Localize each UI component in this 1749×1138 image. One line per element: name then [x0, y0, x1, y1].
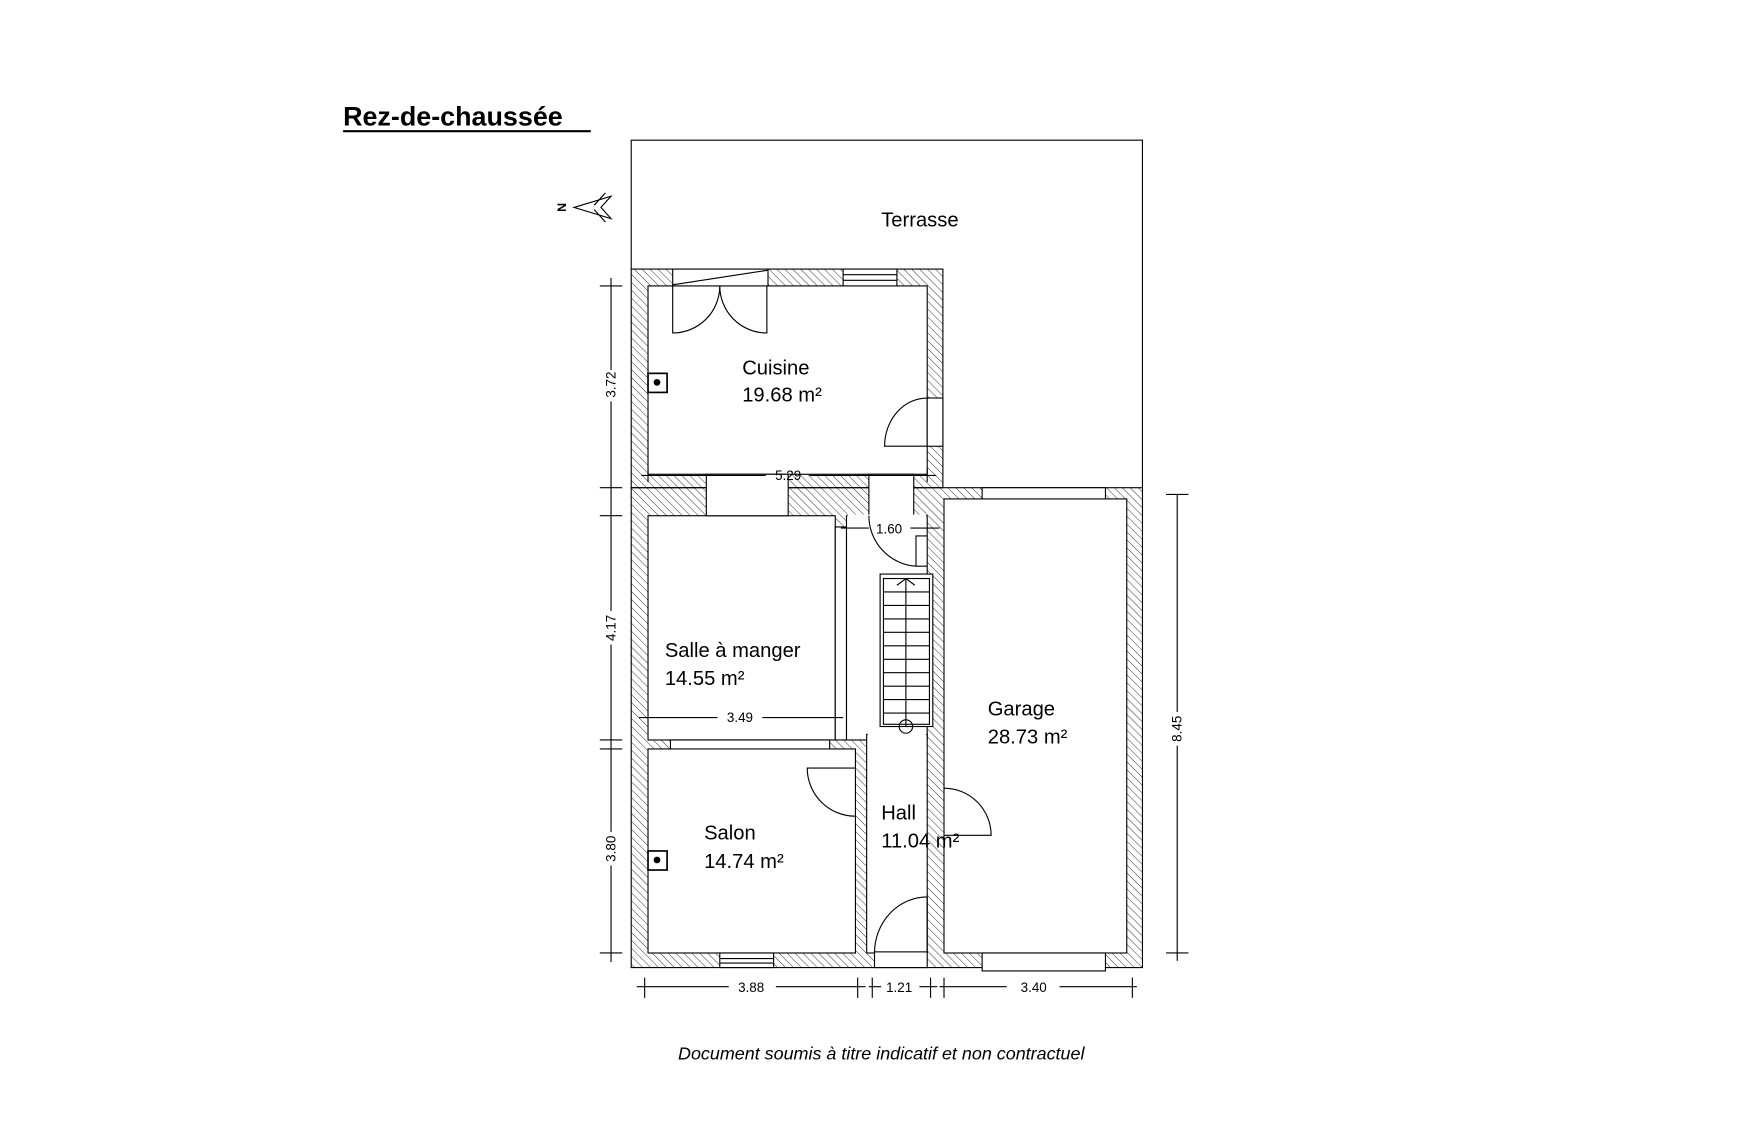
hall-area: 11.04 m²	[881, 831, 959, 853]
garage-area: 28.73 m²	[988, 726, 1068, 748]
dim-garage-height: 8.45	[1170, 716, 1185, 742]
dim-hall-top: 1.60	[876, 522, 902, 537]
walls	[630, 268, 1144, 969]
cuisine-label: Cuisine	[742, 357, 809, 379]
compass-label: N	[555, 203, 569, 212]
dim-sam-width: 3.49	[727, 710, 753, 725]
hall-label: Hall	[881, 803, 916, 825]
dim-salon-height: 3.80	[604, 836, 619, 862]
cuisine-area: 19.68 m²	[742, 384, 822, 406]
salle-a-manger-label: Salle à manger	[665, 640, 801, 662]
dim-bottom-left: 3.88	[738, 980, 764, 995]
dim-cuisine-width: 5.29	[775, 468, 801, 483]
dim-bottom-right: 3.40	[1021, 980, 1047, 995]
staircase	[879, 573, 934, 734]
dim-cuisine-height: 3.72	[604, 371, 619, 397]
salle-a-manger-area: 14.55 m²	[665, 668, 745, 690]
boiler-icon	[647, 850, 668, 871]
boiler-icon	[647, 372, 668, 394]
windows	[719, 268, 1107, 972]
north-arrow-icon: N	[555, 192, 613, 223]
dimension-lines	[599, 278, 1189, 998]
terrasse-outline	[630, 139, 1144, 488]
doors	[672, 268, 992, 953]
salon-area: 14.74 m²	[704, 851, 784, 873]
disclaimer: Document soumis à titre indicatif et non…	[678, 1044, 1085, 1064]
plan-title: Rez-de-chaussée	[343, 102, 563, 132]
garage-label: Garage	[988, 698, 1055, 720]
dim-bottom-mid: 1.21	[886, 980, 912, 995]
terrasse-label: Terrasse	[881, 209, 958, 231]
dim-sam-height: 4.17	[604, 615, 619, 641]
salon-label: Salon	[704, 823, 756, 845]
